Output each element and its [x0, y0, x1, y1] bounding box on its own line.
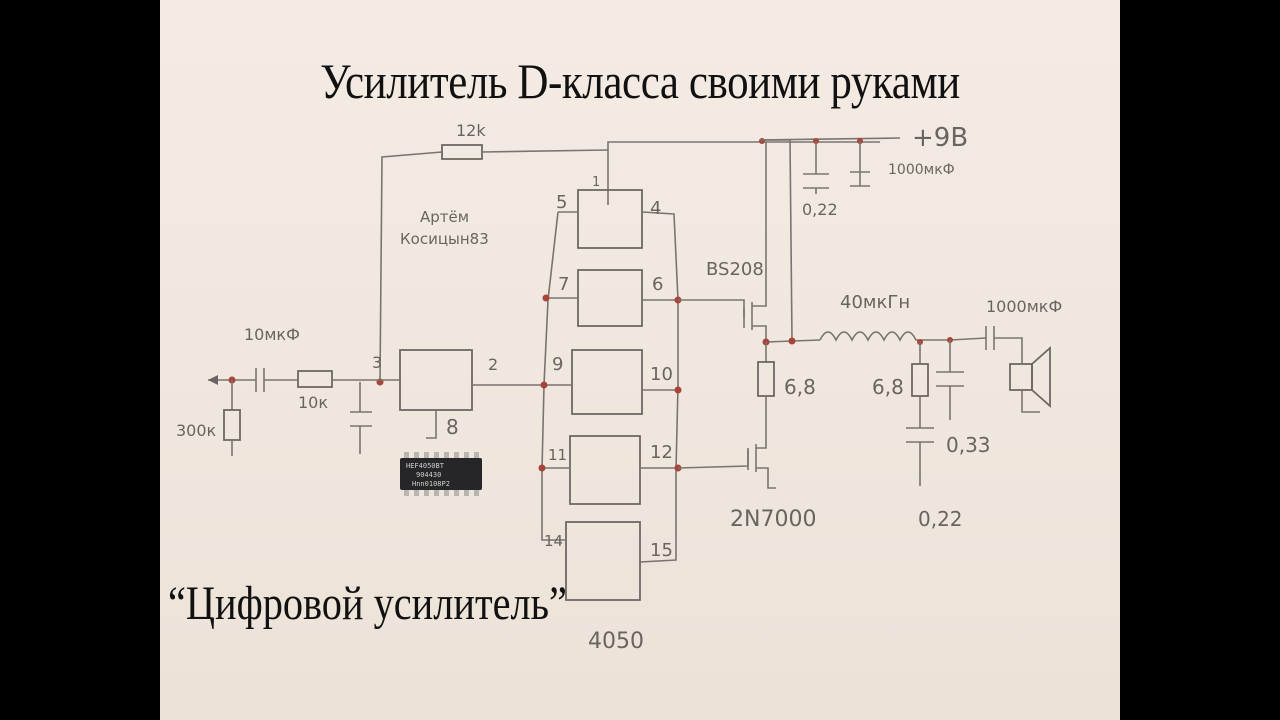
pin-1: 1 — [592, 175, 600, 190]
input-arrow-icon — [208, 375, 218, 385]
buffer-gate-4 — [569, 435, 641, 505]
pin-10: 10 — [650, 364, 673, 385]
video-title: Усилитель D-класса своими руками — [320, 53, 960, 109]
input-bus — [541, 211, 566, 541]
paper-sheet: 12k +9В 0,22 1000мкФ Артём Косицын83 — [160, 0, 1120, 720]
mosfet-p-label: BS208 — [706, 259, 764, 280]
speaker-icon — [1009, 337, 1051, 413]
author-line-2: Косицын83 — [400, 230, 489, 248]
cap-033-label: 0,33 — [946, 433, 991, 457]
pin-14: 14 — [544, 532, 563, 550]
circuit-schematic: 12k +9В 0,22 1000мкФ Артём Косицын83 — [176, 121, 1062, 601]
node — [674, 386, 682, 394]
pin-9: 9 — [552, 354, 563, 375]
inductor — [819, 331, 950, 342]
source-wire-n — [756, 467, 776, 489]
pin-8: 8 — [446, 415, 459, 439]
res-68-b-label: 6,8 — [872, 375, 904, 399]
filter-wire — [949, 337, 987, 341]
r-in-label: 10к — [298, 393, 328, 412]
drain-wire-n — [756, 440, 767, 449]
cap-022-top-label: 0,22 — [802, 200, 838, 219]
mosfet-n-label: 2N7000 — [730, 507, 816, 532]
author-line-1: Артём — [420, 208, 469, 226]
pin-6: 6 — [652, 274, 663, 295]
inductor-label: 40мкГн — [840, 292, 910, 313]
output-bus — [639, 211, 679, 563]
pin-15: 15 — [650, 540, 673, 561]
cap-out-label: 1000мкФ — [986, 297, 1062, 316]
node — [542, 294, 550, 302]
buffer-gate-5 — [565, 521, 641, 601]
svg-text:Hnn0108P2: Hnn0108P2 — [412, 480, 450, 488]
pin-12: 12 — [650, 442, 673, 463]
input-resistor — [297, 370, 333, 388]
feedback-resistor-label: 12k — [456, 121, 486, 140]
svg-text:904430: 904430 — [416, 471, 441, 479]
chip-photo: HEF4050BT 904430 Hnn0108P2 — [400, 452, 482, 496]
chip-type-label: 4050 — [588, 629, 644, 654]
video-subtitle: “Цифровой усилитель” — [168, 577, 567, 630]
feedback-wire-2 — [481, 149, 609, 153]
pin-7: 7 — [558, 274, 569, 295]
vcc-branch — [760, 139, 793, 341]
pin-4: 4 — [650, 198, 661, 219]
node — [538, 464, 546, 472]
buffer-gate-3 — [571, 349, 643, 415]
feedback-wire — [379, 151, 443, 383]
node — [540, 381, 548, 389]
cap-022-bottom-label: 0,22 — [918, 507, 963, 531]
chip-label-layer: 4050 — [588, 629, 644, 654]
pin-2: 2 — [488, 355, 498, 374]
buffer-gate-1 — [577, 189, 643, 249]
cap-in-label: 10мкФ — [244, 325, 300, 344]
drain-wire-p — [752, 142, 767, 307]
power-label: +9В — [912, 123, 968, 153]
r-300-label: 300к — [176, 421, 217, 440]
node — [788, 337, 796, 345]
pin-3: 3 — [372, 353, 382, 372]
cap-1000-label: 1000мкФ — [888, 162, 955, 178]
pin-5: 5 — [556, 192, 567, 213]
svg-text:HEF4050BT: HEF4050BT — [406, 462, 445, 470]
ground-wire — [426, 410, 437, 439]
source-wire-p — [752, 325, 767, 342]
pin-11: 11 — [548, 446, 567, 464]
res-68-a-label: 6,8 — [784, 375, 816, 399]
